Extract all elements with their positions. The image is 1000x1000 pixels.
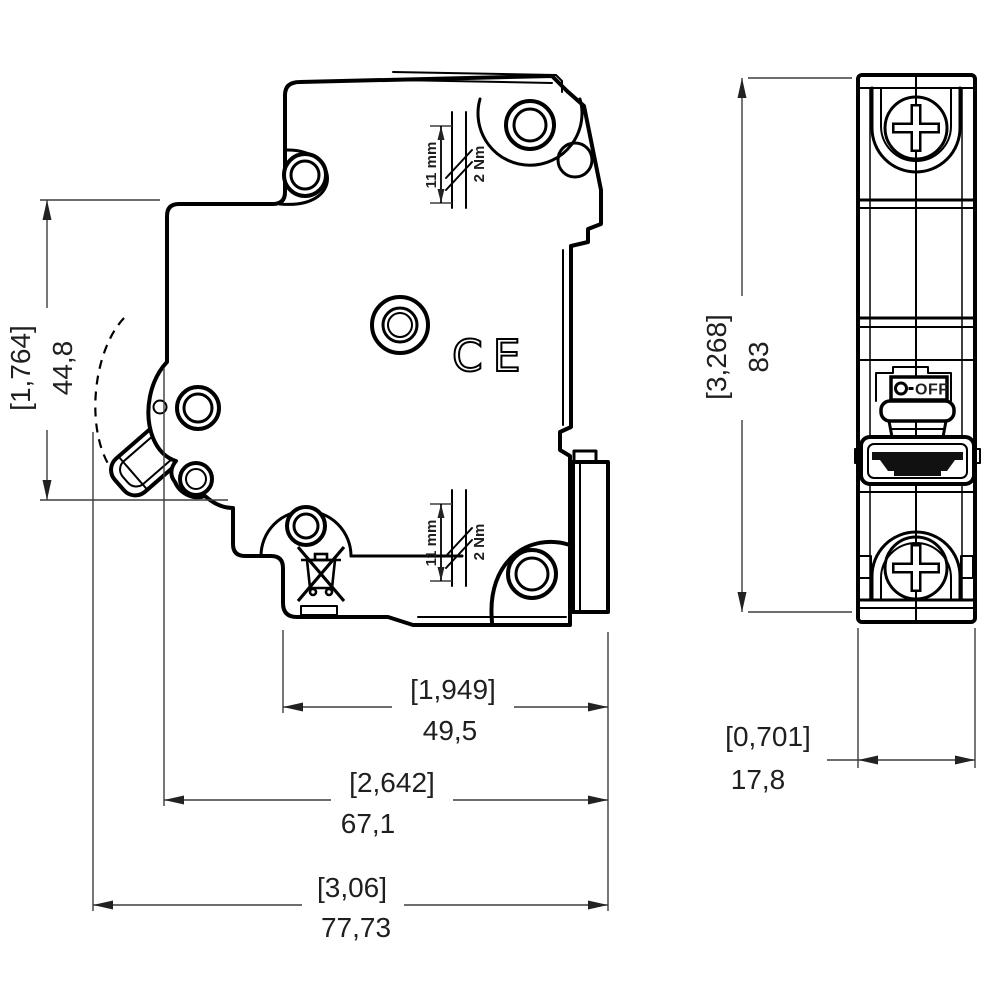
torque-label-bottom: 2 Nm <box>471 524 488 561</box>
front-toggle-assembly: OFF <box>854 366 981 486</box>
phillips-screw-top-icon <box>883 95 949 161</box>
center-rivet <box>370 295 430 355</box>
top-terminal-cavity <box>476 97 584 167</box>
dim-side-width-3-inch: [3,06] <box>317 872 387 903</box>
toggle-plate <box>875 366 952 402</box>
dim-side-width-1-mm: 49,5 <box>423 715 478 746</box>
phillips-cross-bottom <box>892 544 940 592</box>
front-view: OFF <box>854 73 981 624</box>
toggle-pivot <box>152 385 221 431</box>
strip-length-label-top: 11 mm <box>423 142 440 189</box>
toggle-rocker-grip <box>872 452 963 476</box>
front-bottom-terminal <box>858 530 974 602</box>
dim-side-width-1: [1,949] 49,5 <box>282 630 609 911</box>
terminal-annotation-bottom: 11 mm 2 Nm <box>423 489 488 587</box>
top-terminal-screw <box>504 99 556 151</box>
dim-side-height-mm: 44,8 <box>47 341 78 396</box>
breaker-body-outline <box>146 74 603 627</box>
phillips-screw-bottom-icon <box>883 535 949 601</box>
phillips-cross-top <box>892 104 940 152</box>
top-thin-plate <box>392 71 563 93</box>
top-right-hole <box>556 141 594 179</box>
dim-side-width-2-inch: [2,642] <box>349 767 435 798</box>
terminal-annotation-top: 11 mm 2 Nm <box>423 111 488 209</box>
dim-side-width-2-mm: 67,1 <box>341 808 396 839</box>
dim-front-height-mm: 83 <box>743 341 774 372</box>
din-rail-clip <box>571 449 610 614</box>
dim-front-height-inch: [3,268] <box>701 314 732 400</box>
lower-pivot-hole <box>178 461 214 497</box>
weee-bar <box>300 605 338 616</box>
toggle-swing-arc <box>94 317 125 471</box>
off-label: OFF <box>915 382 949 399</box>
dim-side-width-2: [2,642] 67,1 <box>163 368 608 839</box>
dim-side-height-inch: [1,764] <box>5 325 36 411</box>
ce-mark: CE <box>452 331 531 382</box>
dim-side-height: [1,764] 44,8 <box>5 199 228 501</box>
dim-front-width-inch: [0,701] <box>725 721 811 752</box>
dim-front-width-mm: 17,8 <box>731 764 786 795</box>
bottom-terminal-screw <box>506 548 558 600</box>
front-top-terminal <box>870 86 962 174</box>
weee-crossed-bin-icon <box>296 545 346 603</box>
dim-front-height: [3,268] 83 <box>701 77 852 613</box>
toggle-neck <box>879 399 956 423</box>
off-circle-icon <box>894 381 908 396</box>
dim-side-width-1-inch: [1,949] <box>410 674 496 705</box>
torque-label-top: 2 Nm <box>471 146 488 183</box>
side-view: CE 11 mm 2 Nm <box>94 71 610 627</box>
dim-side-width-3-mm: 77,73 <box>321 912 391 943</box>
strip-length-label-bottom: 11 mm <box>423 520 440 567</box>
dim-side-width-3: [3,06] 77,73 <box>92 432 608 943</box>
upper-left-terminal-hole <box>282 152 328 198</box>
bottom-left-terminal-hole <box>285 505 327 547</box>
dim-front-width: [0,701] 17,8 <box>725 628 976 795</box>
